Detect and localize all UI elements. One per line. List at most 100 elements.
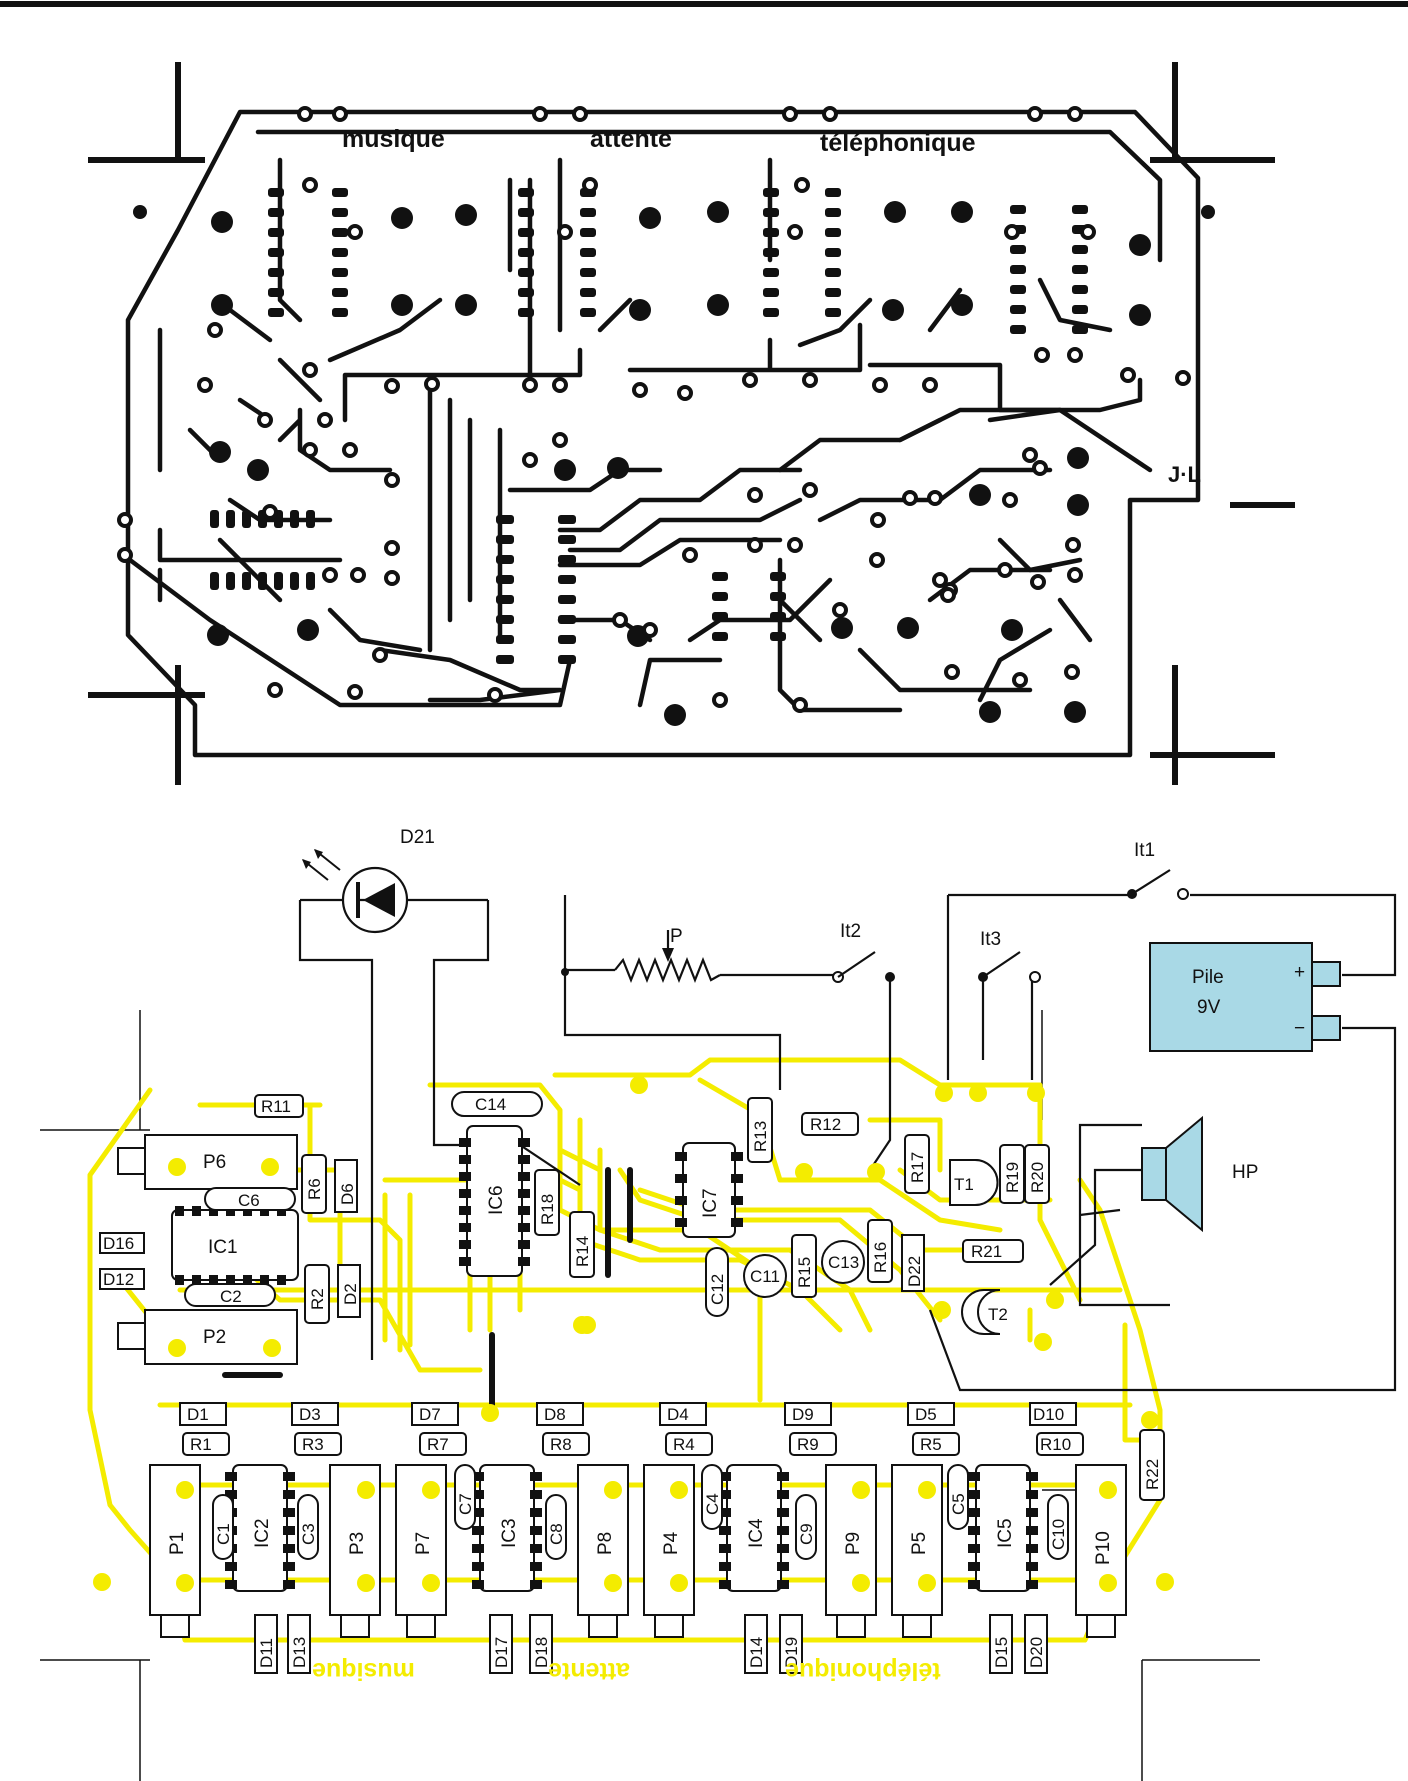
- switch-it3: It3: [978, 929, 1041, 983]
- resistor-bodies: [182, 1094, 1165, 1501]
- switch-it1: It1: [1127, 840, 1189, 900]
- ic1-label: IC1: [208, 1237, 238, 1258]
- p2-label: P2: [203, 1327, 226, 1348]
- ic5-label: IC5: [995, 1518, 1016, 1548]
- speaker-hp: HP: [1141, 1115, 1258, 1233]
- d12-label: D12: [103, 1270, 134, 1289]
- c7-label: C7: [456, 1493, 475, 1515]
- d18-label: D18: [532, 1637, 551, 1668]
- r2-label: R2: [308, 1288, 327, 1310]
- pcb-ring-pads: [117, 106, 1191, 713]
- c11-label: C11: [750, 1267, 780, 1286]
- r20-label: R20: [1028, 1162, 1047, 1193]
- d11-label: D11: [257, 1638, 276, 1668]
- r13-label: R13: [751, 1121, 770, 1152]
- r15-label: R15: [795, 1257, 814, 1288]
- p6-label: P6: [203, 1152, 226, 1173]
- p7-label: P7: [413, 1532, 434, 1555]
- p8-label: P8: [595, 1532, 616, 1555]
- pcb-initials: J·L: [1168, 462, 1201, 487]
- jumper-wires: [222, 1167, 633, 1413]
- t2-label: T2: [988, 1305, 1008, 1324]
- r22-label: R22: [1143, 1459, 1162, 1490]
- pot-label: P: [670, 926, 683, 947]
- d1-label: D1: [187, 1405, 209, 1424]
- switch-it1-label: It1: [1134, 840, 1155, 861]
- r7-label: R7: [427, 1435, 449, 1454]
- p9-label: P9: [843, 1532, 864, 1555]
- d19-label: D19: [782, 1637, 801, 1668]
- lower-crop-marks: [40, 1010, 1260, 1781]
- ic4-label: IC4: [746, 1518, 767, 1548]
- mirrored-word-1: musique: [312, 1657, 415, 1685]
- battery-label-1: Pile: [1192, 967, 1224, 988]
- potentiometer-p: P: [561, 926, 721, 983]
- ic3-label: IC3: [499, 1518, 520, 1548]
- r3-label: R3: [302, 1435, 324, 1454]
- pcb-outline: [125, 109, 1201, 758]
- r8-label: R8: [550, 1435, 572, 1454]
- mirrored-word-2: attente: [548, 1657, 630, 1685]
- r19-label: R19: [1003, 1162, 1022, 1193]
- p10-label: P10: [1093, 1531, 1114, 1565]
- c10-label: C10: [1049, 1519, 1068, 1550]
- r4-label: R4: [673, 1435, 695, 1454]
- component-layout: D21 P It1 It2 It3: [40, 827, 1397, 1781]
- battery-plus: +: [1294, 962, 1305, 983]
- speaker-label: HP: [1232, 1162, 1258, 1183]
- c1-label: C1: [214, 1523, 233, 1545]
- ic6-label: IC6: [486, 1185, 507, 1215]
- battery-minus: −: [1294, 1018, 1305, 1039]
- c13-label: C13: [828, 1253, 859, 1272]
- c14-label: C14: [475, 1095, 506, 1114]
- mirrored-pcb-text: musique attente téléphonique: [312, 1657, 941, 1685]
- d7-label: D7: [419, 1405, 441, 1424]
- transistor-t1: T1: [949, 1158, 999, 1207]
- r6-label: R6: [305, 1178, 324, 1200]
- r16-label: R16: [871, 1242, 890, 1273]
- r17-label: R17: [908, 1152, 927, 1183]
- diode-bodies: [99, 1159, 1077, 1674]
- overlay-pads: [93, 1076, 1174, 1592]
- d9-label: D9: [792, 1405, 814, 1424]
- d4-label: D4: [667, 1405, 689, 1424]
- d22-label: D22: [905, 1256, 924, 1287]
- c2-label: C2: [220, 1287, 242, 1306]
- d6-label: D6: [338, 1183, 357, 1205]
- d17-label: D17: [492, 1637, 511, 1668]
- battery-9v: Pile 9V + −: [1149, 942, 1341, 1052]
- ic7-label: IC7: [700, 1188, 721, 1218]
- d2-label: D2: [341, 1283, 360, 1305]
- r18-label: R18: [538, 1194, 557, 1225]
- d10-label: D10: [1033, 1405, 1064, 1424]
- pcb-copper-layout: musique attente téléphonique J·L: [88, 62, 1295, 785]
- ic-packages: [171, 1125, 1031, 1592]
- r21-label: R21: [971, 1242, 1002, 1261]
- r9-label: R9: [797, 1435, 819, 1454]
- pcb-title-word-1: musique: [342, 125, 445, 153]
- t1-label: T1: [954, 1175, 974, 1194]
- c3-label: C3: [299, 1523, 318, 1545]
- schematic-wires: [298, 893, 1397, 1392]
- p4-label: P4: [661, 1531, 682, 1555]
- p3-label: P3: [347, 1532, 368, 1555]
- switch-it2: It2: [832, 921, 895, 983]
- d3-label: D3: [299, 1405, 321, 1424]
- led-d21: D21: [302, 827, 435, 934]
- d13-label: D13: [290, 1637, 309, 1668]
- switch-it2-label: It2: [840, 921, 861, 942]
- r12-label: R12: [810, 1115, 841, 1134]
- c8-label: C8: [547, 1523, 566, 1545]
- switch-it3-label: It3: [980, 929, 1001, 950]
- ic2-label: IC2: [252, 1518, 273, 1548]
- d14-label: D14: [747, 1637, 766, 1668]
- r14-label: R14: [573, 1236, 592, 1267]
- pcb-title-word-2: attente: [590, 125, 672, 153]
- led-label: D21: [400, 827, 435, 848]
- c9-label: C9: [797, 1523, 816, 1545]
- d15-label: D15: [992, 1637, 1011, 1668]
- r11-label: R11: [261, 1097, 291, 1116]
- r5-label: R5: [920, 1435, 942, 1454]
- mirrored-word-3: téléphonique: [785, 1657, 941, 1685]
